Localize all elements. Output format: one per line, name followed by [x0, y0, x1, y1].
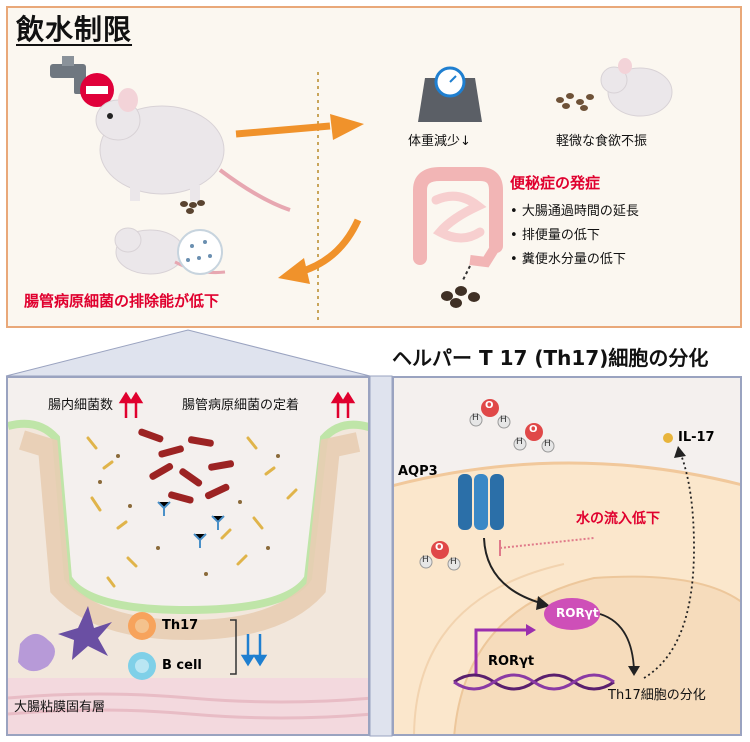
mouse-eating-icon [600, 58, 673, 117]
gene-promoter-arrow-icon [474, 628, 528, 674]
aqp3-channel-icon [458, 474, 504, 530]
th17-differentiation-label: Th17細胞の分化 [608, 688, 706, 703]
constipation-bullet: • 大腸通過時間の延長 [510, 204, 639, 219]
atom-h-label: H [516, 437, 523, 447]
th17-label: Th17 [162, 618, 199, 633]
aqp3-label: AQP3 [398, 464, 438, 479]
intestine-icon [413, 167, 503, 283]
bcell-label: B cell [162, 658, 202, 673]
macrophage-icon [18, 633, 55, 672]
atom-h-label: H [500, 415, 507, 425]
atom-h-label: H [450, 557, 457, 567]
pathogen-bacteria-icon [138, 428, 235, 504]
atom-h-label: H [544, 439, 551, 449]
feces-large-icon [441, 286, 480, 308]
y-shaped-antibody-icon [157, 501, 225, 548]
feces-small-icon [180, 200, 205, 214]
weight-scale-icon [418, 66, 482, 122]
dendritic-cell-icon [58, 606, 112, 660]
signal-arrow-icon [483, 537, 545, 605]
atom-o-label: O [435, 542, 444, 553]
increase-arrows-icon [118, 391, 144, 418]
mouse-thirsty-icon [95, 88, 291, 212]
differentiation-arrow-icon [599, 613, 635, 671]
water-molecule-icon [469, 399, 511, 429]
water-molecule-icon [513, 423, 555, 453]
constipation-heading: 便秘症の発症 [510, 174, 601, 192]
th17-cell-illustration [394, 378, 740, 734]
water-molecule-icon [419, 541, 461, 571]
weight-loss-label: 体重減少↓ [408, 134, 471, 149]
roryt-protein-icon [544, 598, 600, 630]
secretion-arrow-icon [643, 451, 695, 679]
roryt-gene-label: RORγt [488, 654, 535, 669]
arrow-curved-icon [278, 218, 362, 284]
il17-label: IL-17 [678, 430, 715, 445]
bacteria-count-label: 腸内細菌数 [48, 398, 114, 413]
colon-mucosa-illustration [8, 378, 368, 734]
page-title: 飲水制限 [16, 13, 133, 46]
commensal-dots [98, 454, 280, 576]
constipation-bullet: • 糞便水分量の低下 [510, 252, 626, 267]
appetite-label: 軽微な食欲不振 [556, 134, 648, 149]
arrow-right-icon [235, 114, 364, 140]
no-water-sign-icon [80, 73, 114, 107]
decrease-arrows-icon [240, 634, 268, 667]
pathogen-clearance-label: 腸管病原細菌の排除能が低下 [24, 292, 220, 310]
colon-mucosa-panel: 腸内細菌数 腸管病原細菌の定着 Th17 B cell 大腸粘膜固有層 [6, 376, 370, 736]
bracket [230, 619, 237, 675]
food-pellets-icon [556, 93, 594, 111]
constipation-bullet: • 排便量の低下 [510, 228, 600, 243]
pathogen-colonization-label: 腸管病原細菌の定着 [182, 398, 300, 413]
dna-helix-icon [453, 673, 615, 691]
commensal-bacteria-icon [86, 436, 298, 588]
bacteria-sphere-icon [177, 229, 223, 275]
increase-arrows-icon [330, 391, 356, 418]
roryt-protein-label: RORγt [556, 606, 599, 620]
atom-h-label: H [422, 555, 429, 565]
th17-section-title: ヘルパー T 17 (Th17)細胞の分化 [392, 346, 709, 370]
atom-h-label: H [472, 413, 479, 423]
mouse-small-icon [114, 227, 226, 275]
bcell-icon [128, 652, 156, 680]
il17-cytokine-icon [663, 433, 673, 443]
atom-o-label: O [529, 424, 538, 435]
inhibition-line-icon [499, 537, 595, 556]
th17-differentiation-panel: AQP3 IL-17 水の流入低下 RORγt RORγt Th17細胞の分化 … [392, 376, 742, 736]
th17-cell-icon [128, 612, 156, 640]
lamina-propria-label: 大腸粘膜固有層 [14, 700, 106, 715]
water-influx-label: 水の流入低下 [576, 511, 660, 527]
atom-o-label: O [485, 400, 494, 411]
